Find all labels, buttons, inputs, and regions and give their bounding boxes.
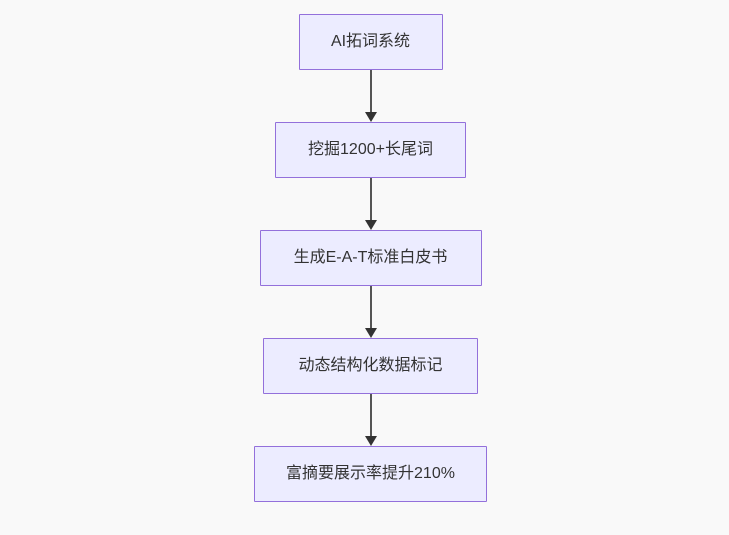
arrow-line [369, 394, 372, 437]
arrow-line [369, 70, 372, 113]
flow-node-rich-snippet-rate: 富摘要展示率提升210% [254, 446, 487, 502]
arrow-down-icon [364, 286, 378, 338]
flow-node-ai-word-system: AI拓词系统 [298, 14, 443, 70]
flow-node-label: 挖掘1200+长尾词 [308, 141, 433, 158]
arrow-down-icon [364, 394, 378, 446]
flowchart-diagram: AI拓词系统 挖掘1200+长尾词 生成E-A-T标准白皮书 动态结构化数据标记… [6, 0, 729, 502]
arrow-head [364, 220, 377, 230]
flow-node-label: AI拓词系统 [330, 33, 411, 50]
arrow-head [364, 328, 377, 338]
arrow-line [369, 178, 372, 221]
arrow-down-icon [364, 178, 378, 230]
arrow-head [364, 436, 377, 446]
flow-node-eat-whitepaper: 生成E-A-T标准白皮书 [259, 230, 482, 286]
flow-node-longtail-keywords: 挖掘1200+长尾词 [275, 122, 466, 178]
flow-node-structured-data: 动态结构化数据标记 [263, 338, 478, 394]
flow-node-label: 生成E-A-T标准白皮书 [293, 249, 448, 266]
arrow-down-icon [364, 70, 378, 122]
arrow-head [364, 112, 377, 122]
flow-node-label: 动态结构化数据标记 [298, 357, 443, 374]
flow-node-label: 富摘要展示率提升210% [286, 465, 455, 482]
arrow-line [369, 286, 372, 329]
